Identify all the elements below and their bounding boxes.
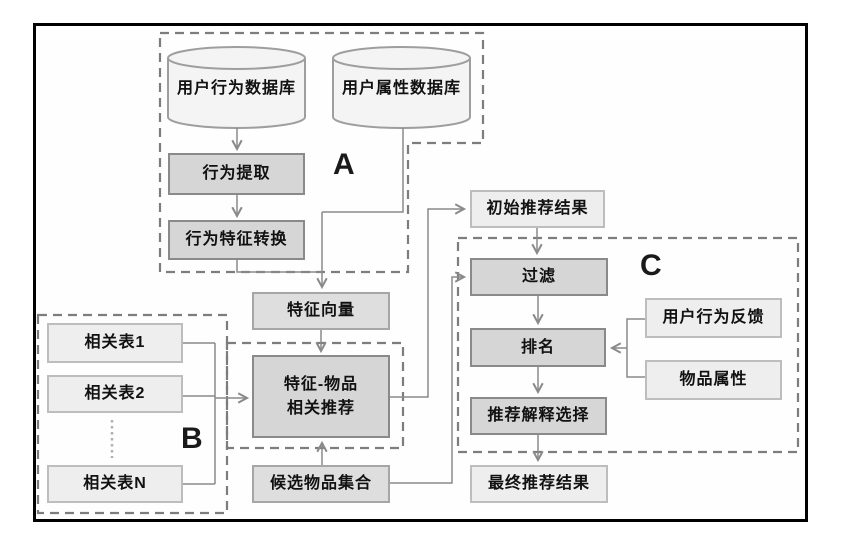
region-label-a: A [333,148,355,181]
user-attribute-db-cylinder [332,46,471,129]
connector-candidate-to-filter [390,271,467,484]
node-candidate-item-set: 候选物品集合 [252,465,390,503]
node-initial-results: 初始推荐结果 [470,190,605,228]
node-related-table-n: 相关表N [47,465,183,503]
connector-conversion-down [236,260,322,273]
node-user-behavior-db: 用户行为数据库 [176,80,296,97]
node-item-attributes: 物品属性 [645,360,782,400]
node-related-table-1: 相关表1 [47,323,183,363]
region-label-b: B [181,422,203,455]
region-label-c: C [640,249,662,282]
node-ranking: 排名 [470,328,606,367]
node-explanation-selection: 推荐解释选择 [470,397,607,435]
node-user-behavior-feedback: 用户行为反馈 [645,298,782,338]
node-final-results: 最终推荐结果 [470,465,608,503]
node-feature-vector: 特征向量 [252,292,390,330]
node-user-attribute-db: 用户属性数据库 [341,80,461,97]
node-related-table-2: 相关表2 [47,375,183,413]
connector-related-tables-bracket [183,342,216,485]
region-a-outline [158,31,485,274]
connector-feature-item-to-initial [390,203,467,398]
region-b-outline [36,313,229,515]
node-filter: 过滤 [470,258,608,296]
node-behavior-extraction: 行为提取 [168,153,305,195]
node-behavior-feature-conversion: 行为特征转换 [168,220,305,260]
connector-attributedb-down [322,128,404,213]
connector-feedback-bracket [626,318,645,378]
user-behavior-db-cylinder [167,46,306,129]
node-feature-item-recommendation: 特征-物品 相关推荐 [252,355,390,438]
region-c-outline [456,236,800,454]
